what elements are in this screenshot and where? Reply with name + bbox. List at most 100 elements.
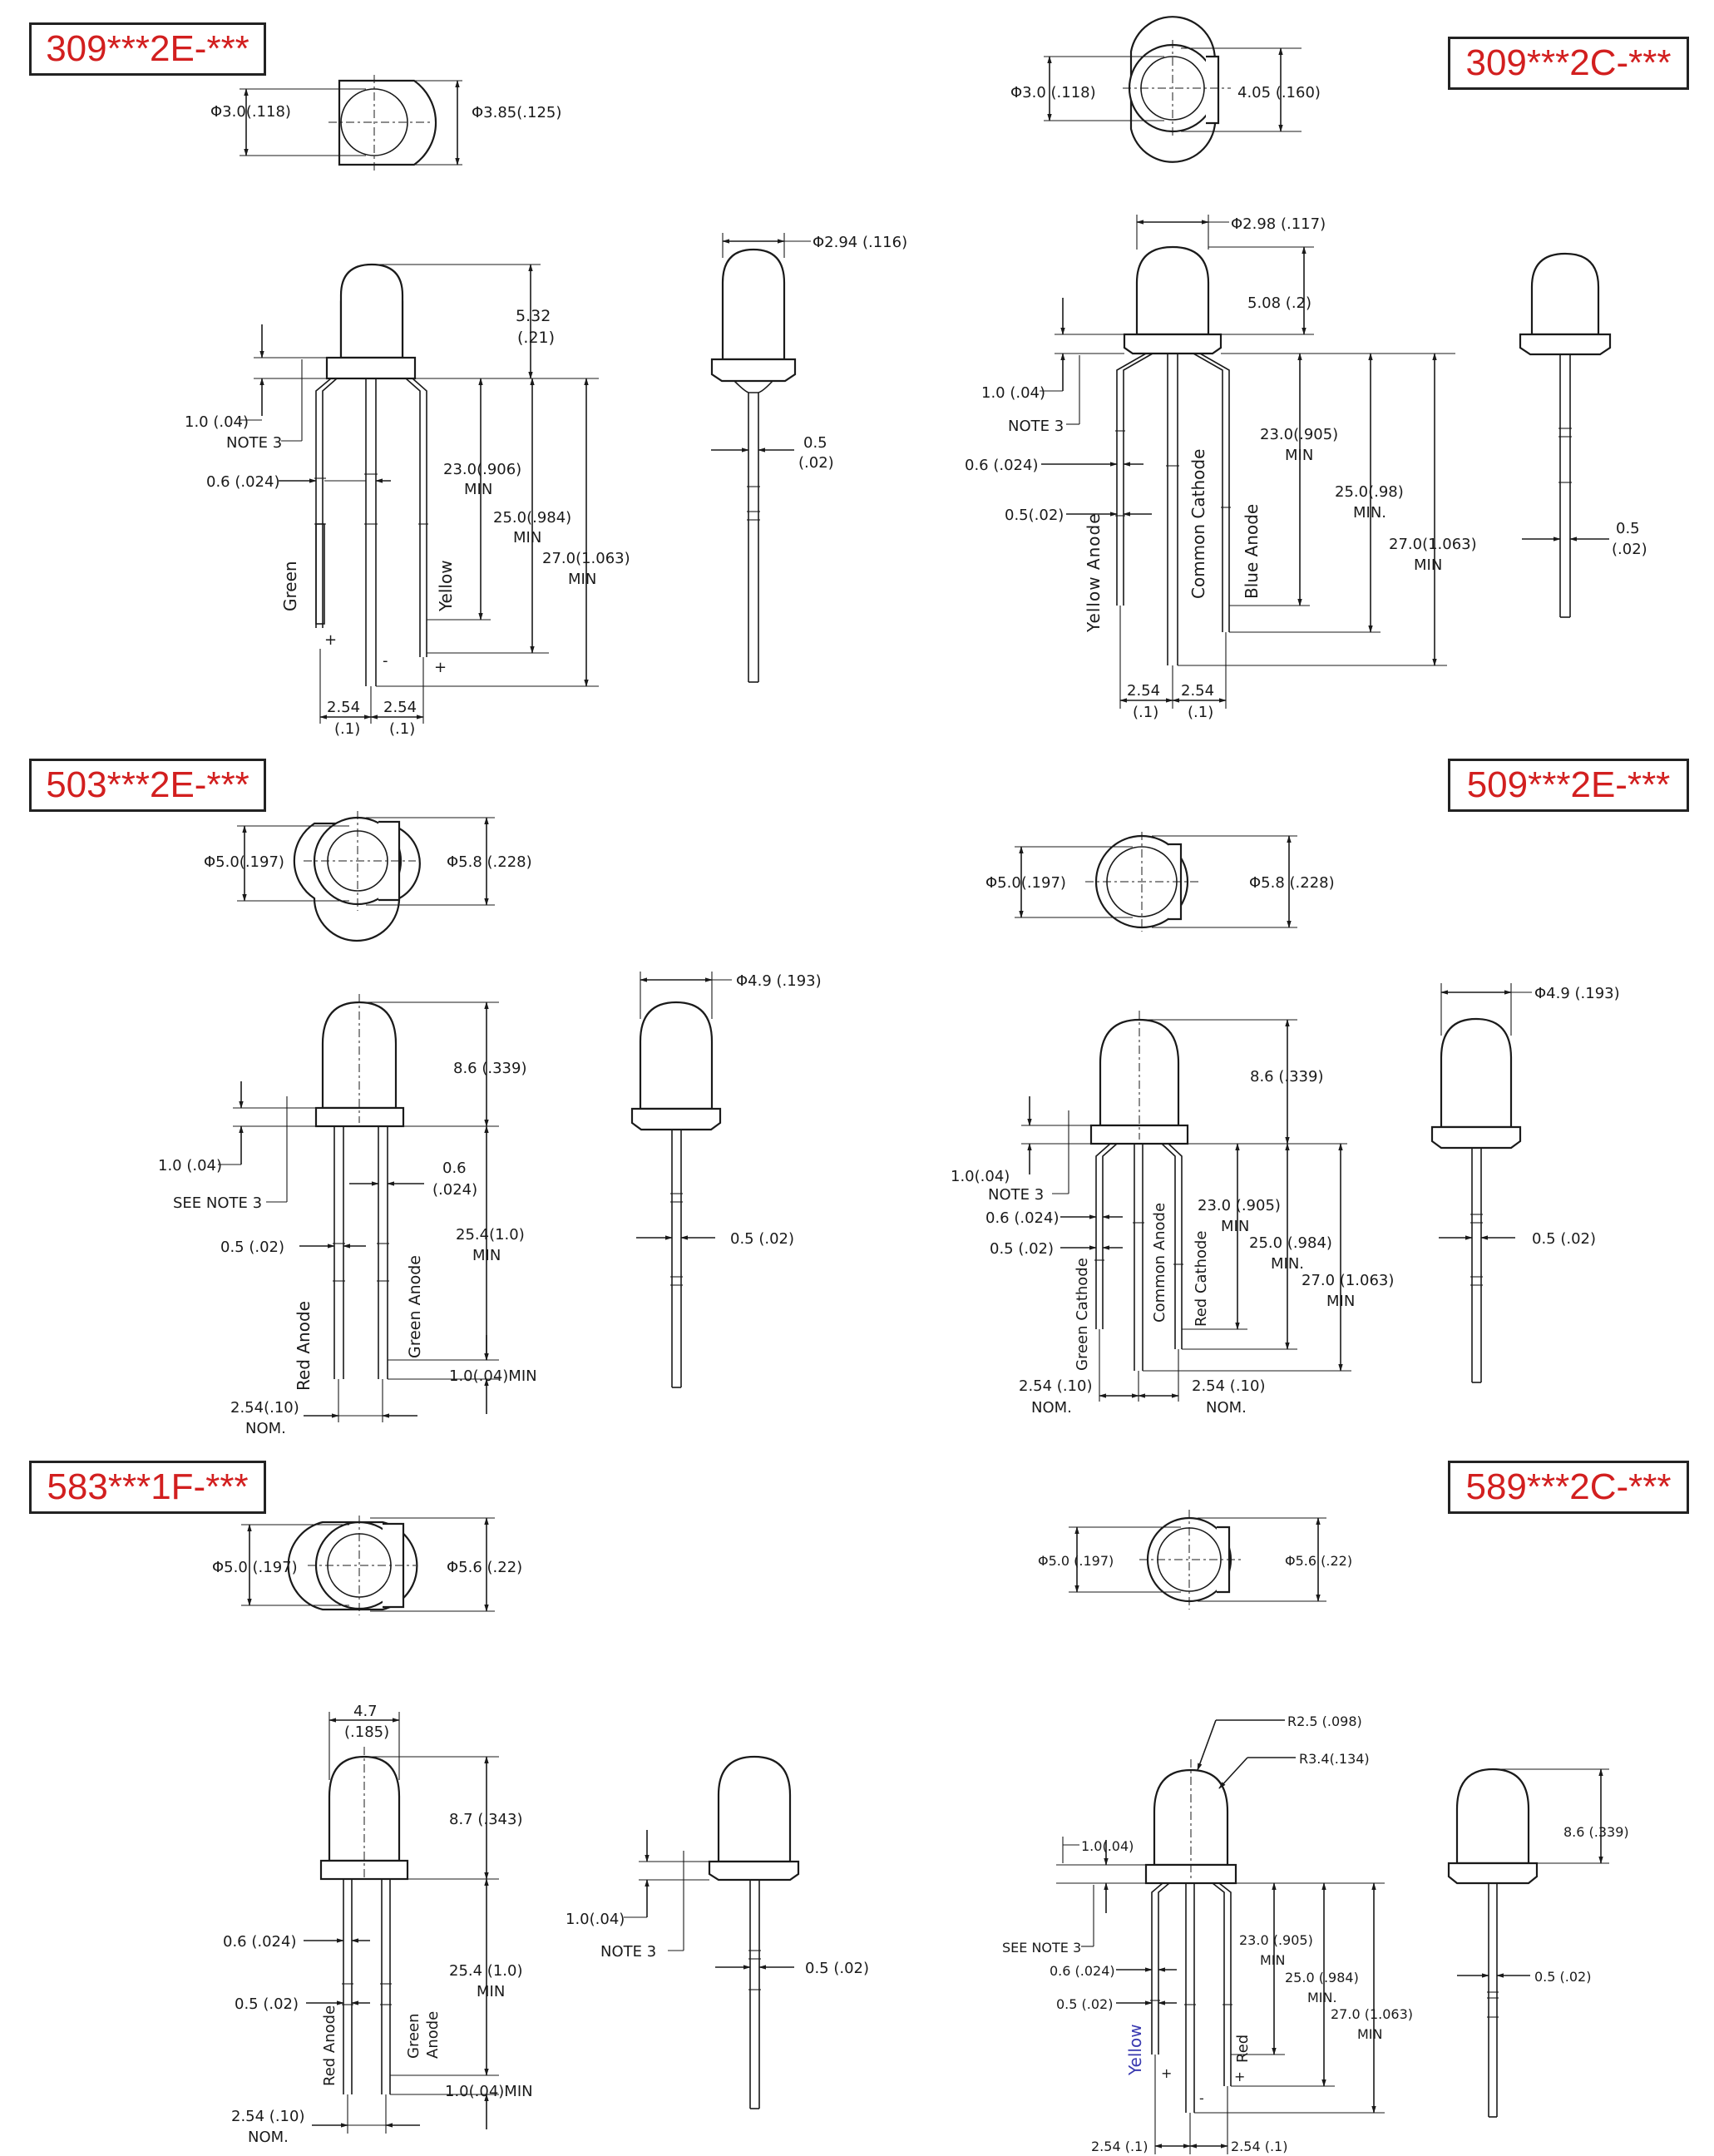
dim-flange-thickness: 1.0(.04) <box>951 1168 1010 1185</box>
front-view: 4.7 (.185) 8.7 (.343) 0.6 (.024) 0.5 (.0… <box>223 1703 533 2146</box>
dim-length-min: MIN <box>477 1983 505 2000</box>
note-3: NOTE 3 <box>1008 418 1064 435</box>
dim-top-diameter: Φ5.0 (.197) <box>1038 1553 1114 1569</box>
front-view: 5.32 (.21) 1.0 (.04) NOTE 3 0.6 (.024) <box>185 263 630 738</box>
dim-length-2: 25.0 (.984) <box>1285 1970 1359 1985</box>
dim-side-thickness: 0.5 (.02) <box>1534 1969 1591 1985</box>
dim-lead-width: 0.6 <box>442 1160 467 1177</box>
part-tag-589-2c: 589***2C-*** <box>1448 1461 1689 1514</box>
dim-pitch-nom: NOM. <box>245 1420 286 1437</box>
dim-length-2-min: MIN <box>513 529 541 546</box>
dim-front-diameter: Φ2.98 (.117) <box>1231 215 1326 233</box>
dim-pitch-left-nom: NOM. <box>1031 1399 1072 1417</box>
dim-flange-thickness: 1.0(.04) <box>1081 1838 1134 1854</box>
sign-minus: - <box>383 652 388 670</box>
part-tag-503-2e: 503***2E-*** <box>29 759 266 812</box>
dim-length-3-min: MIN <box>1326 1293 1355 1310</box>
label-red-anode: Red Anode <box>294 1301 314 1391</box>
dim-pitch-nom: NOM. <box>248 2129 289 2146</box>
part-509-2e: Φ5.0(.197) Φ5.8 (.228) 8.6 <box>951 832 1620 1417</box>
dim-height: 5.08 (.2) <box>1247 294 1311 312</box>
dim-lead-thickness: 0.5(.02) <box>1005 507 1064 524</box>
dim-side-diameter: Φ4.9 (.193) <box>1534 985 1620 1002</box>
dim-length: 25.4 (1.0) <box>449 1962 522 1980</box>
label-blue-anode: Blue Anode <box>1242 504 1262 599</box>
dim-flange-thickness: 1.0 (.04) <box>158 1157 222 1174</box>
dim-length-1: 23.0(.906) <box>443 461 521 478</box>
dim-height: 8.7 (.343) <box>449 1811 522 1828</box>
dim-height-inch: (.21) <box>517 329 555 347</box>
dim-length-2-min: MIN. <box>1271 1255 1304 1273</box>
front-view: Φ2.98 (.117) 5.08 (.2) 1.0 (.04) NOTE 3 <box>965 215 1477 721</box>
dim-length-2-min: MIN. <box>1307 1990 1337 2005</box>
dim-side-thickness: 0.5 (.02) <box>805 1960 869 1977</box>
dim-length-2: 25.0(.98) <box>1335 483 1404 501</box>
dim-side-thickness: 0.5 (.02) <box>1532 1230 1596 1248</box>
dim-pitch-right-nom: NOM. <box>1206 1399 1247 1417</box>
dim-side-flange: 1.0(.04) <box>566 1911 625 1928</box>
dim-flange-diameter: Φ3.85(.125) <box>472 104 561 121</box>
dim-length-2: 25.0 (.984) <box>1249 1234 1332 1252</box>
front-view: R2.5 (.098) R3.4(.134) 1.0(.04) SEE NOTE… <box>1002 1713 1413 2154</box>
dim-top-diameter: Φ5.0 (.197) <box>212 1559 298 1576</box>
dim-width-inch: (.185) <box>344 1723 389 1741</box>
dim-top-diameter: Φ5.0(.197) <box>204 853 284 871</box>
part-tag-583-1f: 583***1F-*** <box>29 1461 266 1514</box>
dim-lead-thickness: 0.5 (.02) <box>220 1239 284 1256</box>
dim-side-thickness: 0.5 (.02) <box>730 1230 794 1248</box>
dim-side-thickness: 0.5 <box>1616 520 1640 537</box>
label-anode: Anode <box>424 2011 442 2059</box>
dim-pitch-1-inch: (.1) <box>1133 704 1158 721</box>
dim-height: 8.6 (.339) <box>1250 1068 1323 1085</box>
label-green: Green <box>405 2013 422 2059</box>
note-3: NOTE 3 <box>600 1943 656 1961</box>
dim-height: 8.6 (.339) <box>453 1060 526 1077</box>
sign-plus-left: + <box>324 631 337 649</box>
top-view: Φ5.0(.197) Φ5.8 (.228) <box>204 811 532 942</box>
dim-pitch: 2.54(.10) <box>230 1399 299 1417</box>
side-view: Φ4.9 (.193) 0.5 (.02) <box>630 972 822 1388</box>
sign-plus-right: + <box>1234 2069 1245 2084</box>
dim-stub-min: 1.0(.04)MIN <box>445 2083 533 2100</box>
dim-pitch: 2.54 (.10) <box>231 2108 304 2125</box>
dim-length-1-min: MIN <box>1260 1952 1286 1968</box>
label-green-cathode: Green Cathode <box>1074 1258 1091 1371</box>
label-yellow: Yellow <box>436 560 456 612</box>
dim-side-diameter: Φ2.94 (.116) <box>813 234 907 251</box>
dim-side-thickness: 0.5 <box>803 434 827 452</box>
label-common-anode: Common Anode <box>1151 1203 1168 1323</box>
dim-height: 5.32 <box>516 307 551 325</box>
dim-length-3-min: MIN <box>1414 556 1442 574</box>
dim-lead-width: 0.6 (.024) <box>206 473 279 491</box>
dim-length-3-min: MIN <box>568 571 596 588</box>
side-view: Φ4.9 (.193) 0.5 (.02) <box>1430 983 1620 1383</box>
dim-top-diameter: Φ3.0(.118) <box>210 103 291 121</box>
part-tag-309-2c: 309***2C-*** <box>1448 37 1689 90</box>
dim-pitch-2: 2.54 (.1) <box>1231 2139 1287 2154</box>
dim-pitch-2-inch: (.1) <box>1188 704 1213 721</box>
dim-lead-width: 0.6 (.024) <box>223 1933 296 1951</box>
label-yellow: Yellow <box>1125 2024 1145 2076</box>
see-note-3: SEE NOTE 3 <box>1002 1940 1081 1956</box>
part-589-2c: Φ5.0 (.197) Φ5.6 (.22) R2.5 (.098) <box>1002 1510 1629 2154</box>
dim-pitch-2: 2.54 <box>1181 682 1214 700</box>
label-yellow-anode: Yellow Anode <box>1084 512 1104 633</box>
dim-length-3: 27.0 (1.063) <box>1302 1272 1394 1289</box>
dim-length-1: 23.0(.905) <box>1260 426 1338 443</box>
label-red-anode: Red Anode <box>321 2005 338 2086</box>
side-view: 0.5 (.02) <box>1519 252 1647 618</box>
dim-length-3: 27.0(1.063) <box>1389 536 1477 553</box>
dim-pitch-1: 2.54 <box>327 699 360 716</box>
dim-length-3-min: MIN <box>1357 2026 1383 2042</box>
dim-flange-thickness: 1.0 (.04) <box>185 413 249 431</box>
dim-pitch-left: 2.54 (.10) <box>1019 1377 1092 1395</box>
dim-pitch-right: 2.54 (.10) <box>1192 1377 1265 1395</box>
sign-minus: - <box>1199 2090 1204 2106</box>
top-view: Φ5.0 (.197) Φ5.6 (.22) <box>1038 1510 1352 1610</box>
dim-pitch-1: 2.54 <box>1127 682 1160 700</box>
label-green: Green <box>280 561 300 611</box>
dim-radius-2: R3.4(.134) <box>1299 1751 1370 1767</box>
dim-length-2-min: MIN. <box>1353 504 1386 522</box>
side-view: 1.0(.04) NOTE 3 0.5 (.02) <box>566 1755 869 2109</box>
